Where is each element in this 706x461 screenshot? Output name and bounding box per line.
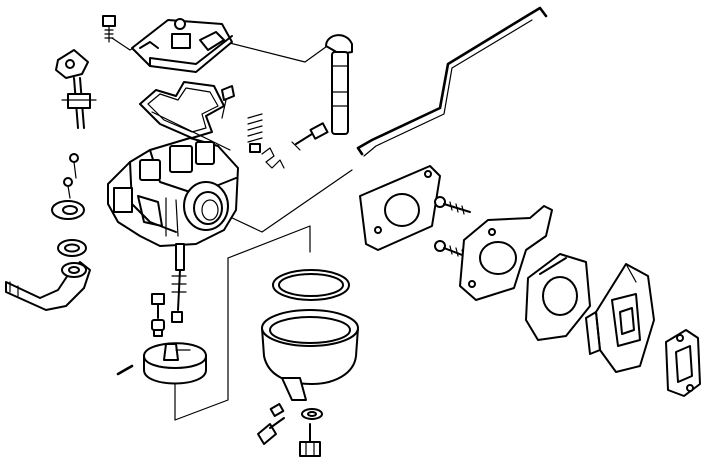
carburetor-body bbox=[107, 137, 239, 247]
intake-manifold bbox=[585, 263, 655, 373]
idle-jet bbox=[221, 85, 235, 119]
throttle-lever bbox=[5, 261, 91, 311]
gasket-final bbox=[665, 329, 701, 397]
heat-insulator bbox=[525, 253, 591, 341]
bowl-bolt bbox=[299, 423, 321, 457]
float bbox=[143, 342, 207, 385]
cover-screw bbox=[102, 15, 116, 43]
mounting-bolt-lower bbox=[434, 240, 471, 259]
mounting-bolt-upper bbox=[434, 196, 471, 215]
adjust-screw bbox=[291, 122, 329, 151]
choke-shaft-screw bbox=[63, 177, 73, 199]
float-pin bbox=[116, 364, 134, 376]
float-bowl bbox=[261, 309, 359, 401]
cover-gasket bbox=[139, 81, 225, 139]
pilot-screw bbox=[69, 153, 79, 179]
seal-ring bbox=[57, 239, 87, 257]
choke-plate bbox=[51, 200, 85, 220]
bowl-nut-washer bbox=[301, 408, 323, 420]
bowl-gasket bbox=[272, 269, 350, 301]
choke-lever bbox=[55, 49, 97, 129]
bowl-cover bbox=[131, 18, 233, 73]
gasket-1 bbox=[359, 165, 441, 251]
throttle-rod bbox=[356, 6, 548, 157]
main-nozzle bbox=[171, 243, 187, 323]
throttle-stop-spring bbox=[261, 147, 285, 169]
spacer-plate bbox=[459, 205, 553, 301]
drain-screw bbox=[257, 403, 285, 445]
main-jet bbox=[151, 293, 165, 337]
breather-tube bbox=[325, 34, 353, 135]
pilot-spring bbox=[247, 113, 263, 153]
